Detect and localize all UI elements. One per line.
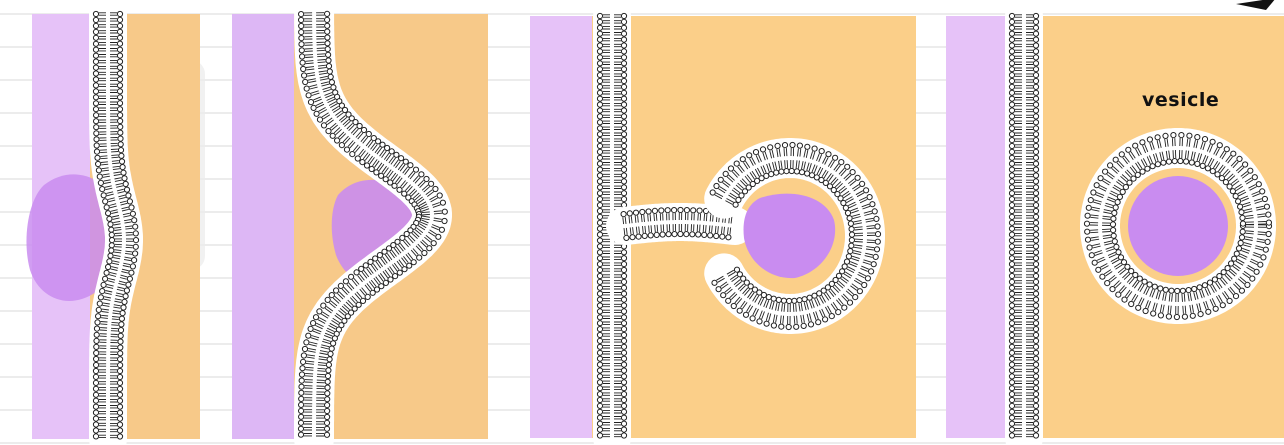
panel-3 <box>530 13 916 438</box>
membrane-backing <box>625 222 735 226</box>
panel-1 <box>26 11 200 439</box>
vesicle-cargo <box>1128 176 1228 276</box>
panel-4: vesicle <box>946 13 1284 438</box>
vesicle-label: vesicle <box>1142 89 1219 111</box>
outside-region <box>530 16 592 438</box>
arrow-icon <box>1236 0 1276 10</box>
outside-region <box>946 16 1008 438</box>
outside-region <box>232 14 294 439</box>
panel-2 <box>232 11 488 439</box>
